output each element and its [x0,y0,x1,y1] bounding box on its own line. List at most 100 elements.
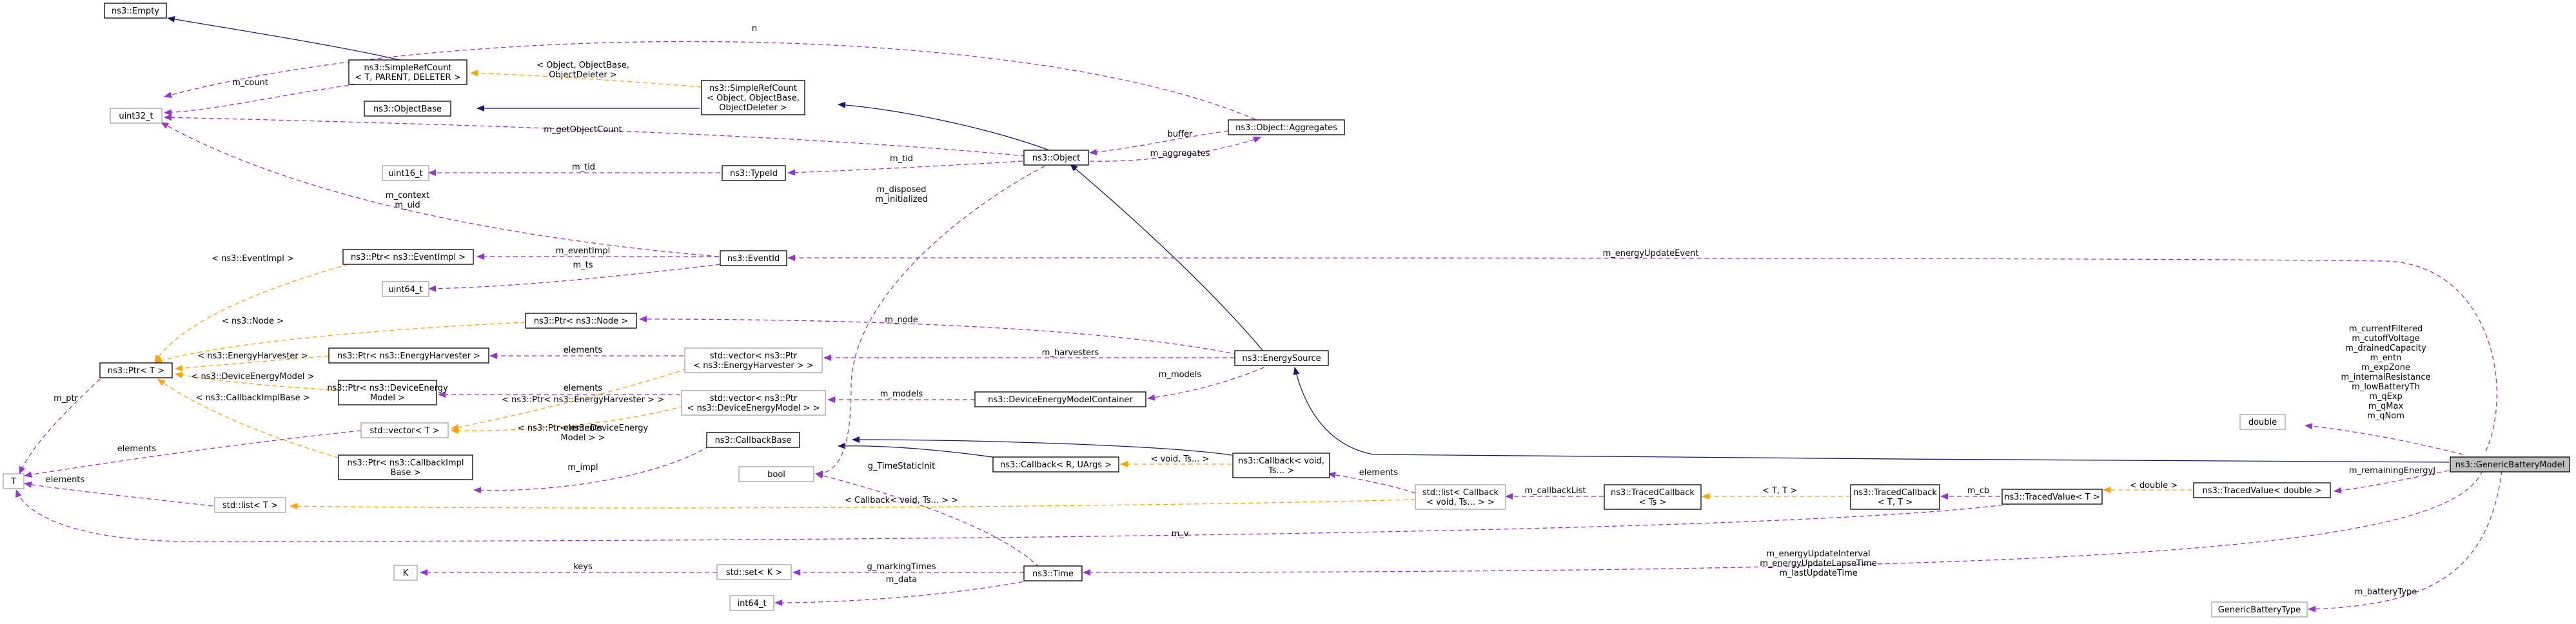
label-remaining: m_remainingEnergyJ [2349,466,2435,476]
edge-label-line: m_models [1159,370,1202,380]
label-elements-3: elements [564,424,603,433]
label-eventimpl: m_eventImpl [556,246,611,256]
node-ptr-t[interactable]: ns3::Ptr< T > [99,362,173,378]
edge-remaining [2334,470,2450,494]
node-label: std::list< Callback [1422,488,1499,498]
node-empty[interactable]: ns3::Empty [104,3,167,19]
node-ptr-cbimpl[interactable]: ns3::Ptr< ns3::CallbackImplBase > [338,454,473,480]
node-box [2001,489,2103,505]
label-device-arg: < ns3::DeviceEnergyModel > [191,372,314,382]
node-eventid[interactable]: ns3::EventId [720,250,787,266]
node-box [382,165,429,181]
node-label: std::set< K > [726,568,782,578]
node-set-k[interactable]: std::set< K > [716,564,792,580]
node-tracedvalue-t[interactable]: ns3::TracedValue< T > [2001,489,2103,505]
node-ptr-eventimpl[interactable]: ns3::Ptr< ns3::EventImpl > [342,249,474,265]
node-ptr-harvester[interactable]: ns3::Ptr< ns3::EnergyHarvester > [328,347,489,364]
node-vec-device[interactable]: std::vector< ns3::Ptr< ns3::DeviceEnergy… [681,390,826,416]
node-box [214,497,286,513]
edge-label-line: g_markingTimes [867,562,936,572]
node-box [1604,484,1702,510]
edge-label-line: m_internalResistance [2341,373,2430,382]
edge-energyupdateevent [787,255,2497,452]
label-tid-2: m_tid [572,162,595,172]
edge-n [164,41,1263,123]
label-ptr: m_ptr [54,394,79,404]
label-tt: < T, T > [1762,486,1797,496]
node-label: ns3::CallbackBase [715,436,792,445]
node-label: < void, Ts... > > [1426,498,1495,507]
edge-callbackvoid-callbackbase [852,436,1232,456]
node-t[interactable]: T [3,473,25,489]
edge-label-line: m_tid [890,154,913,164]
node-box [738,466,814,482]
node-aggregates[interactable]: ns3::Object::Aggregates [1228,119,1345,135]
edge-device-arg [175,371,339,391]
node-ptr-node[interactable]: ns3::Ptr< ns3::Node > [525,313,637,329]
label-n: n [752,24,757,34]
label-elements-1: elements [564,346,603,355]
node-vector-t[interactable]: std::vector< T > [360,422,449,438]
edge-label-line: m_context [386,191,429,200]
node-label: < T, PARENT, DELETER > [355,73,460,83]
edge-label-line: elements [564,346,603,355]
label-models-1: m_models [1159,370,1202,380]
node-battery-type[interactable]: GenericBatteryType [2211,601,2308,618]
node-ptr-device[interactable]: ns3::Ptr< ns3::DeviceEnergyModel > [327,380,448,405]
edge-elements4 [24,481,213,507]
label-harvesters: m_harvesters [1042,348,1099,358]
node-label: uint16_t [388,169,422,179]
node-label: T [10,477,16,487]
label-node: m_node [885,315,918,325]
node-box [2239,414,2286,430]
node-bool[interactable]: bool [738,466,814,482]
node-simplerefcount-t[interactable]: ns3::SimpleRefCount< T, PARENT, DELETER … [348,59,467,85]
node-simplerefcount-obj[interactable]: ns3::SimpleRefCount< Object, ObjectBase,… [701,80,805,115]
node-label: std::vector< T > [369,426,439,436]
node-list-callback[interactable]: std::list< Callback< void, Ts... > > [1415,484,1506,510]
edge-label-line: < Object, ObjectBase, [536,61,629,70]
node-callbackbase[interactable]: ns3::CallbackBase [706,432,800,448]
edge-label-line: elements [564,384,603,393]
node-typeid[interactable]: ns3::TypeId [722,165,786,181]
edge-label-line: < Callback< void, Ts... > > [845,496,958,505]
node-time[interactable]: ns3::Time [1023,565,1083,581]
node-generic-battery-model[interactable]: ns3::GenericBatteryModel [2450,456,2570,473]
edge-node [639,316,1239,355]
node-vec-harvester[interactable]: std::vector< ns3::Ptr< ns3::EnergyHarves… [684,347,823,373]
node-label: ns3::TracedCallback [1853,488,1937,498]
node-double[interactable]: double [2239,414,2286,430]
node-int64[interactable]: int64_t [729,595,774,611]
node-uint64[interactable]: uint64_t [382,281,429,297]
node-box [1234,350,1329,366]
node-label: ns3::Ptr< ns3::CallbackImpl [348,458,464,468]
node-tracedvalue-double[interactable]: ns3::TracedValue< double > [2193,482,2331,498]
edge-label-line: m_remainingEnergyJ [2349,466,2435,476]
node-label: uint32_t [119,112,153,121]
node-callback-r[interactable]: ns3::Callback< R, UArgs > [992,456,1119,473]
node-tracedcallback-tt[interactable]: ns3::TracedCallback< T, T > [1850,484,1940,510]
node-devicecontainer[interactable]: ns3::DeviceEnergyModelContainer [974,391,1146,407]
node-tracedcallback-ts[interactable]: ns3::TracedCallback< Ts > [1604,484,1702,510]
edge-label-line: < double > [2130,481,2178,491]
node-uint32[interactable]: uint32_t [110,108,162,124]
node-objectbase[interactable]: ns3::ObjectBase [364,101,451,117]
edge-label-line: m_entn [2370,353,2402,363]
node-energysource[interactable]: ns3::EnergySource [1234,350,1329,366]
node-list-t[interactable]: std::list< T > [214,497,286,513]
label-object-args: < Object, ObjectBase,ObjectDeleter > [536,61,629,80]
node-box [104,3,167,19]
edge-aggregates [1089,137,1261,162]
node-callback-void[interactable]: ns3::Callback< void,Ts... > [1232,453,1330,478]
edge-label-line: elements [1359,468,1399,478]
node-uint16[interactable]: uint16_t [382,165,429,181]
node-object[interactable]: ns3::Object [1023,150,1089,166]
node-label: ns3::DeviceEnergyModelContainer [988,395,1133,405]
node-box [2193,482,2331,498]
node-k[interactable]: K [393,565,418,581]
node-label: < Object, ObjectBase, [707,93,800,103]
node-label: < Ts > [1639,498,1667,507]
node-label: int64_t [737,599,766,609]
